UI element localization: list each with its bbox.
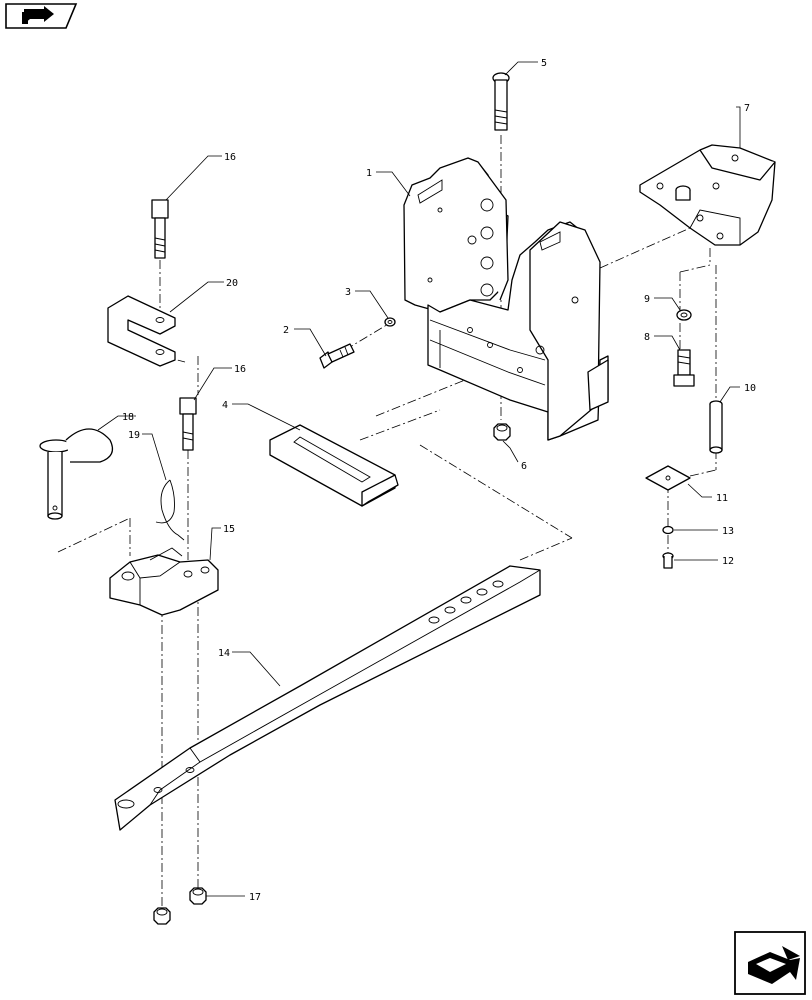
callout-1: 1: [366, 168, 372, 179]
back-arrow-icon: [22, 6, 54, 24]
callout-14: 14: [218, 648, 230, 659]
leader-lines: [97, 61, 741, 897]
part-bolt-2: [319, 343, 355, 369]
callout-7: 7: [744, 103, 750, 114]
callout-8: 8: [644, 332, 650, 343]
back-nav-button[interactable]: [5, 3, 78, 29]
callout-4: 4: [222, 400, 228, 411]
forward-arrow-icon: [748, 946, 800, 984]
callout-labels: 1 2 3 4 5 6 7 8 9 10 11 12 13 14 15 16 1…: [122, 58, 756, 903]
callout-13: 13: [722, 526, 734, 537]
callout-15: 15: [223, 524, 235, 535]
part-washer-3: [384, 317, 396, 327]
part-u-bracket-20: [107, 295, 176, 367]
callout-20: 20: [226, 278, 238, 289]
callout-5: 5: [541, 58, 547, 69]
part-drawbar-14: [114, 565, 541, 831]
part-bolt-16-top: [151, 199, 169, 259]
part-clevis-15: [109, 547, 219, 616]
part-mount-bracket-7: [639, 144, 776, 246]
part-bolt-8: [673, 349, 695, 387]
callout-2: 2: [283, 325, 289, 336]
part-nut-6: [493, 423, 511, 441]
forward-nav-button[interactable]: [734, 931, 806, 995]
part-nut-17: [153, 887, 207, 925]
part-slotted-plate-4: [269, 424, 399, 507]
callout-10: 10: [744, 383, 756, 394]
part-screw-12: [662, 552, 674, 569]
callout-19: 19: [128, 430, 140, 441]
callout-11: 11: [716, 493, 728, 504]
callout-12: 12: [722, 556, 734, 567]
part-hitch-pin-18: [39, 428, 114, 520]
part-bolt-16-lower: [179, 397, 197, 451]
part-r-clip-19: [155, 479, 185, 541]
part-pin-10: [709, 400, 723, 454]
part-bolt-5: [492, 72, 510, 131]
callout-3: 3: [345, 287, 351, 298]
callout-16-lower: 16: [234, 364, 246, 375]
part-hanger-bracket-1: [403, 157, 609, 441]
callout-16-top: 16: [224, 152, 236, 163]
callout-6: 6: [521, 461, 527, 472]
callout-17: 17: [249, 892, 261, 903]
part-washer-13: [662, 525, 674, 535]
part-plate-11: [645, 465, 691, 491]
callout-18: 18: [122, 412, 134, 423]
callout-9: 9: [644, 294, 650, 305]
part-washer-9: [676, 309, 692, 321]
